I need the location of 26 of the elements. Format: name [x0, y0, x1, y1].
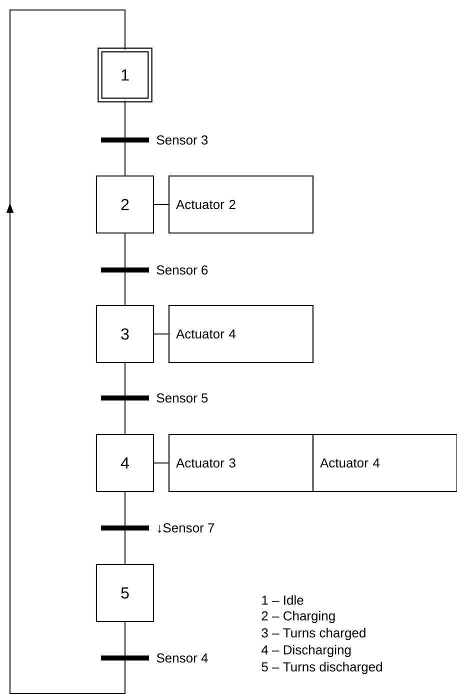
legend-text: 2 – Charging: [262, 610, 335, 624]
step-box: 2: [96, 175, 154, 234]
transition-label: Sensor 5: [155, 392, 210, 404]
transition-label: Sensor 6: [155, 264, 210, 276]
legend-text: 1 – Idle: [262, 595, 304, 605]
connector-line: [124, 362, 126, 434]
action-box: Actuator 4: [312, 434, 457, 492]
step-box: 3: [96, 304, 154, 364]
legend-text: 4 – Discharging: [262, 644, 351, 658]
action-link: [154, 462, 169, 464]
step-box: 4: [96, 434, 154, 492]
connector-line: [124, 100, 126, 176]
action-link: [154, 204, 169, 205]
connector-line: [124, 233, 126, 306]
connector-line: [124, 492, 126, 564]
action-box: Actuator 3: [168, 434, 314, 492]
legend-text: 3 – Turns charged: [262, 628, 366, 640]
transition-label: Sensor 4: [155, 652, 210, 664]
return-arrow: [6, 10, 126, 694]
legend-text: 5 – Turns discharged: [262, 662, 382, 674]
action-box: Actuator 4: [168, 304, 314, 364]
initial-step-box: 1: [98, 48, 152, 102]
transition-label: ↓Sensor 7: [155, 522, 216, 534]
step-box: 5: [96, 564, 154, 622]
transition-label: Sensor 3: [155, 134, 210, 146]
action-box: Actuator 2: [168, 175, 314, 234]
